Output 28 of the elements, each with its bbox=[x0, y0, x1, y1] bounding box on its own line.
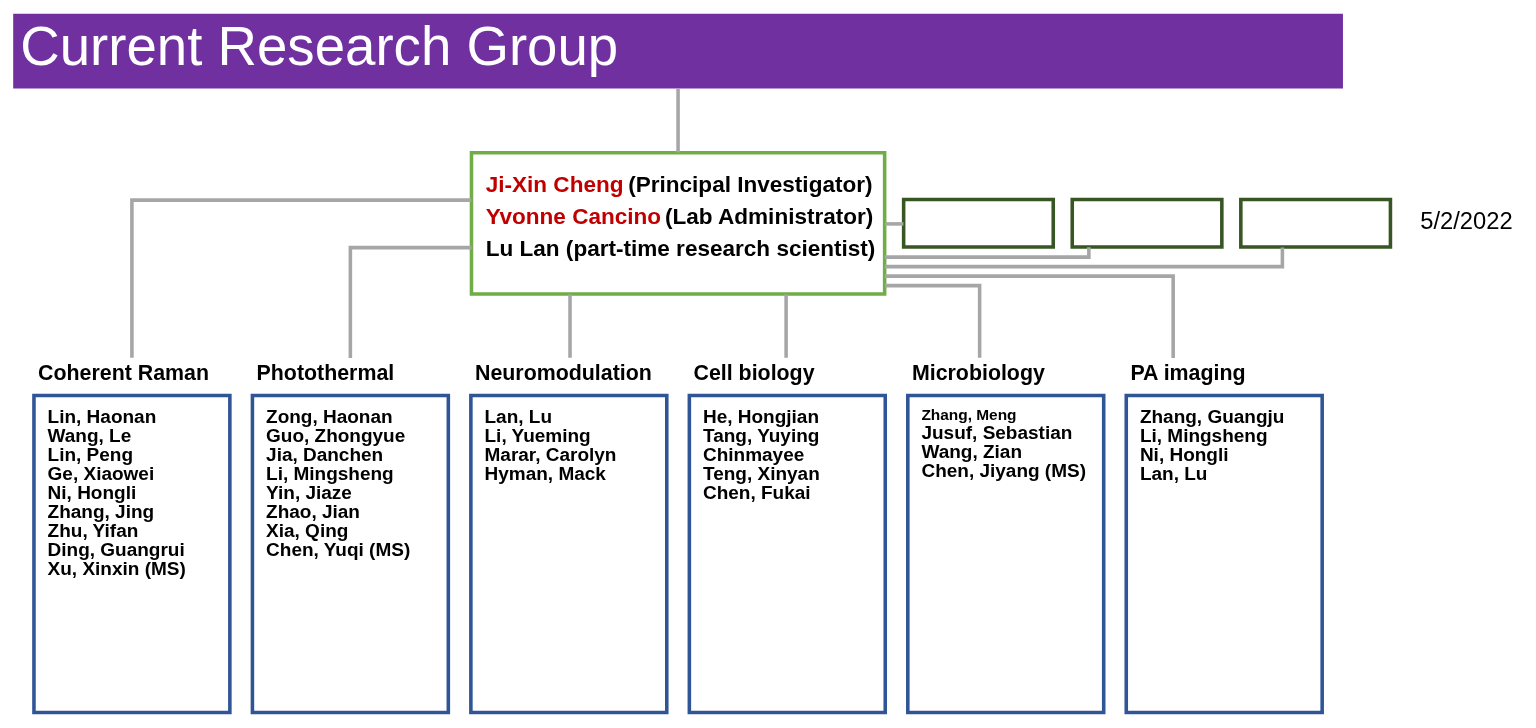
label: 5/2/2022 bbox=[1420, 208, 1513, 235]
connector bbox=[784, 294, 788, 358]
node-box bbox=[901, 197, 1056, 249]
connector bbox=[348, 245, 472, 358]
connector bbox=[568, 294, 572, 358]
connector bbox=[884, 274, 1175, 359]
node-box bbox=[1239, 197, 1393, 249]
node-label: Microbiology bbox=[911, 360, 1045, 385]
node-box: Current Research Group bbox=[13, 13, 1343, 89]
node-label: PA imaging bbox=[1130, 360, 1246, 385]
node-box: Lin, Haonan Wang, Le Lin, Peng Ge, Xiaowei Ni, Hongli Zhang, Jing Zhu, Yifan Ding, Guangrui Xu, Xinxin (MS) bbox=[32, 393, 232, 715]
connector bbox=[676, 88, 680, 153]
node-label: Neuromodulation bbox=[475, 360, 652, 385]
node-box: Zhang, Meng Jusuf, Sebastian Wang, Zian Chen, Jiyang (MS) bbox=[906, 393, 1106, 715]
node-box: Lan, Lu Li, Yueming Marar, Carolyn Hyman, Mack bbox=[469, 393, 669, 715]
node-box: He, Hongjian Tang, Yuying Chinmayee Teng, Xinyan Chen, Fukai bbox=[687, 393, 887, 715]
connector bbox=[885, 283, 982, 358]
node-box: Zhang, Guangju Li, Mingsheng Ni, Hongli Lan, Lu bbox=[1124, 393, 1324, 715]
connector bbox=[884, 247, 1285, 269]
node-box bbox=[1070, 197, 1224, 249]
node-label: Photothermal bbox=[256, 360, 395, 385]
node-label: Coherent Raman bbox=[38, 360, 210, 385]
connector bbox=[884, 247, 1091, 259]
connector bbox=[885, 222, 904, 226]
node-label: Cell biology bbox=[693, 360, 815, 385]
node-box: Ji-Xin Cheng (Principal Investigator) Yvonne Cancino (Lab Administrator) Lu Lan (part-time research scientist) bbox=[469, 150, 887, 296]
connector bbox=[130, 198, 472, 358]
node-box: Zong, Haonan Guo, Zhongyue Jia, Danchen Li, Mingsheng Yin, Jiaze Zhao, Jian Xia, Qing Chen, Yuqi (MS) bbox=[250, 393, 451, 715]
